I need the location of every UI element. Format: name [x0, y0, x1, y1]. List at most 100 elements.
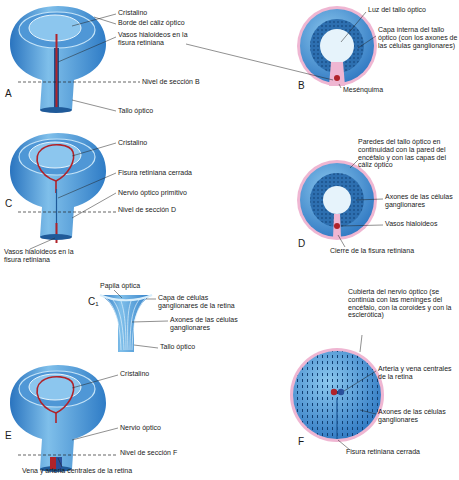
part-label: Nivel de sección D [118, 206, 208, 214]
optic-cup-body [10, 365, 106, 469]
axon-marks [293, 351, 381, 439]
part-label: Cristalino [118, 9, 198, 17]
axon-line [121, 301, 126, 350]
part-label: Fisura retiniana cerrada [118, 169, 218, 177]
nerve-sheath [290, 348, 384, 442]
papilla-body [100, 295, 152, 352]
outer-sheath [297, 160, 377, 240]
cross-section-f [290, 348, 384, 442]
central-artery [331, 389, 337, 395]
leader-line [72, 193, 116, 218]
leader-line [360, 335, 362, 352]
central-vein [338, 389, 344, 395]
leader-line [344, 371, 376, 391]
part-label: Vasos hialoideos en la fisura retiniana [118, 31, 188, 47]
optic-cup-c [10, 133, 106, 243]
leader-line [350, 160, 358, 168]
part-label: Luz del tallo óptico [368, 6, 456, 14]
stalk-lumen [320, 29, 354, 63]
part-label: Nivel de sección F [120, 449, 210, 457]
leader-line [72, 14, 116, 26]
part-label: Fisura retiniana cerrada [346, 448, 446, 456]
part-label: Axones de las células ganglionares [385, 193, 455, 209]
part-label: Axones de las células ganglionares [378, 408, 454, 424]
leader-line [58, 37, 116, 62]
part-label: Cristalino [120, 370, 180, 378]
part-label: Arteria y vena centrales de la retina [378, 365, 454, 381]
leader-line [134, 345, 158, 348]
part-label: Vasos hialoideos [385, 220, 455, 228]
leader-line [114, 290, 122, 298]
closed-fissure [336, 398, 337, 439]
part-label: Mesénquima [343, 86, 403, 94]
leader-line [341, 225, 383, 226]
part-label: Borde del cáliz óptico [118, 19, 208, 27]
cross-section-d [297, 160, 377, 240]
mesenchyme [329, 62, 345, 86]
panel-letter: A [5, 88, 19, 99]
hyaloid-vessel [334, 75, 340, 81]
panel-letter: C [5, 198, 19, 209]
leader-line [338, 235, 345, 247]
hyaloid-vessels [37, 145, 73, 181]
leader-line [146, 299, 156, 300]
leader-line [72, 143, 116, 156]
leader-line [356, 199, 383, 200]
part-label: Capa de células ganglionares de la retin… [158, 294, 240, 310]
lens [29, 15, 81, 41]
panel-letter: D [298, 238, 312, 249]
leader-line [341, 12, 366, 42]
leader-line [132, 321, 168, 322]
leader-line [30, 238, 55, 249]
closing-fissure [333, 214, 341, 238]
part-label: Nivel de sección B [142, 78, 222, 86]
section-level-line [18, 455, 116, 456]
leader-line [58, 458, 62, 467]
part-label: Paredes del tallo óptico en continuidad … [358, 138, 455, 169]
stalk-end [40, 234, 72, 240]
stalk-wall [300, 163, 374, 237]
stalk-end [40, 107, 72, 113]
optic-cup-e [10, 365, 106, 472]
axon-line [132, 298, 146, 350]
axon-line [113, 300, 124, 350]
optic-cup-body [10, 133, 106, 237]
panel-letter: F [298, 436, 312, 447]
leader-line [72, 375, 118, 388]
leader-line [72, 100, 116, 111]
axon-line [128, 301, 131, 350]
leader-line [94, 17, 116, 24]
panel-letter: B [298, 80, 312, 91]
part-label: Cristalino [118, 139, 178, 147]
optic-cup-a [10, 6, 106, 113]
part-label: Vasos hialoideos en la fisura retiniana [4, 248, 86, 264]
part-label: Axones de las células ganglionares [170, 316, 242, 332]
stalk-lumen [323, 186, 351, 214]
leader-line [58, 173, 116, 198]
part-label: Vena y arteria centrales de la retina [22, 467, 182, 475]
central-vessel [55, 413, 57, 423]
part-label: Nervio óptico primitivo [118, 189, 218, 197]
part-label: Papila óptica [100, 282, 160, 290]
optic-papilla-detail [100, 295, 152, 352]
section-level-line [18, 212, 116, 213]
hyaloid-vessel [334, 223, 340, 229]
axon-line [106, 298, 121, 350]
leader-line [358, 36, 376, 48]
hyaloid-vessel [56, 34, 58, 110]
leader-line [72, 428, 118, 440]
axon-lines [106, 298, 146, 350]
leader-line [360, 410, 376, 414]
part-label: Cierre de la fisura retiniana [330, 247, 440, 255]
panel-letter: C₁ [88, 296, 104, 307]
part-label: Cubierta del nervio óptico (se continúa … [348, 288, 455, 319]
retinal-vessels [37, 377, 73, 413]
part-label: Tallo óptico [160, 343, 215, 351]
leader-lines [30, 12, 383, 467]
leader-line [339, 84, 341, 88]
part-label: Capa interna del tallo óptico (con los a… [378, 26, 458, 49]
hyaloid-vessel [56, 223, 58, 243]
section-level-line [18, 82, 140, 83]
